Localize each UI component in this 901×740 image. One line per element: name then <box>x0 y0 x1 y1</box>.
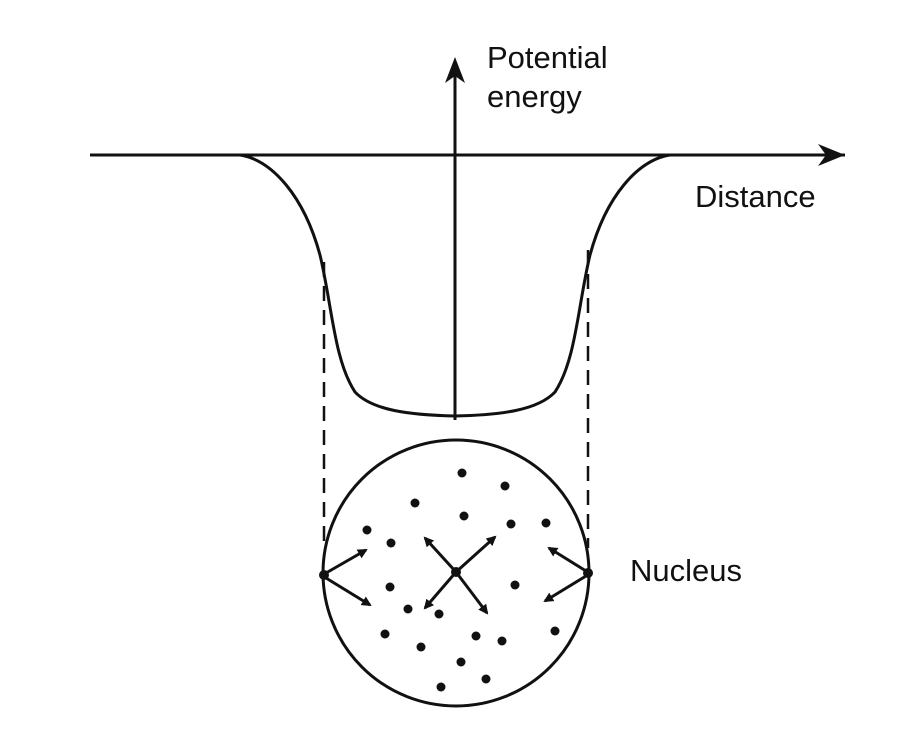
nucleon-dot <box>510 580 520 590</box>
nucleon-dots <box>362 468 593 692</box>
nucleon-dot <box>386 538 396 548</box>
nucleon-dot <box>416 642 426 652</box>
nucleon-dot <box>541 518 551 528</box>
nucleus-label: Nucleus <box>630 553 742 588</box>
nucleon-dot <box>500 481 510 491</box>
force-arrow <box>325 576 372 607</box>
force-arrow <box>454 535 497 574</box>
nucleon-dot <box>506 519 516 529</box>
force-arrow <box>423 536 458 574</box>
nucleon-dot <box>362 525 372 535</box>
nucleon-dot <box>436 682 446 692</box>
left-edge-force-arrows <box>319 548 372 607</box>
nucleon-dot <box>471 631 481 641</box>
nucleon-dot <box>481 674 491 684</box>
distance-axis-arrowhead <box>818 144 845 166</box>
nucleon-dot <box>497 636 507 646</box>
potential-energy-axis-arrowhead <box>445 57 465 83</box>
distance-axis-label: Distance <box>695 179 816 214</box>
nucleon-dot <box>380 629 390 639</box>
nucleon-dot <box>434 609 444 619</box>
nucleon-dot <box>457 468 467 478</box>
force-arrow <box>547 546 587 573</box>
force-arrow <box>325 548 368 575</box>
nucleon-dot <box>385 582 395 592</box>
potential-well-curve <box>239 153 671 418</box>
nucleon-dot <box>550 626 560 636</box>
right-edge-force-arrows <box>543 546 587 603</box>
nucleon-dot <box>459 511 469 521</box>
force-arrow <box>543 574 587 603</box>
potential-energy-label-line1: Potential <box>487 40 608 75</box>
force-arrow <box>454 571 489 615</box>
nucleon-dot <box>456 657 466 667</box>
force-arrow <box>423 571 458 610</box>
center-force-arrows <box>423 535 497 615</box>
nucleon-dot <box>410 498 420 508</box>
nucleon-dot <box>403 604 413 614</box>
potential-energy-label-line2: energy <box>487 79 582 114</box>
